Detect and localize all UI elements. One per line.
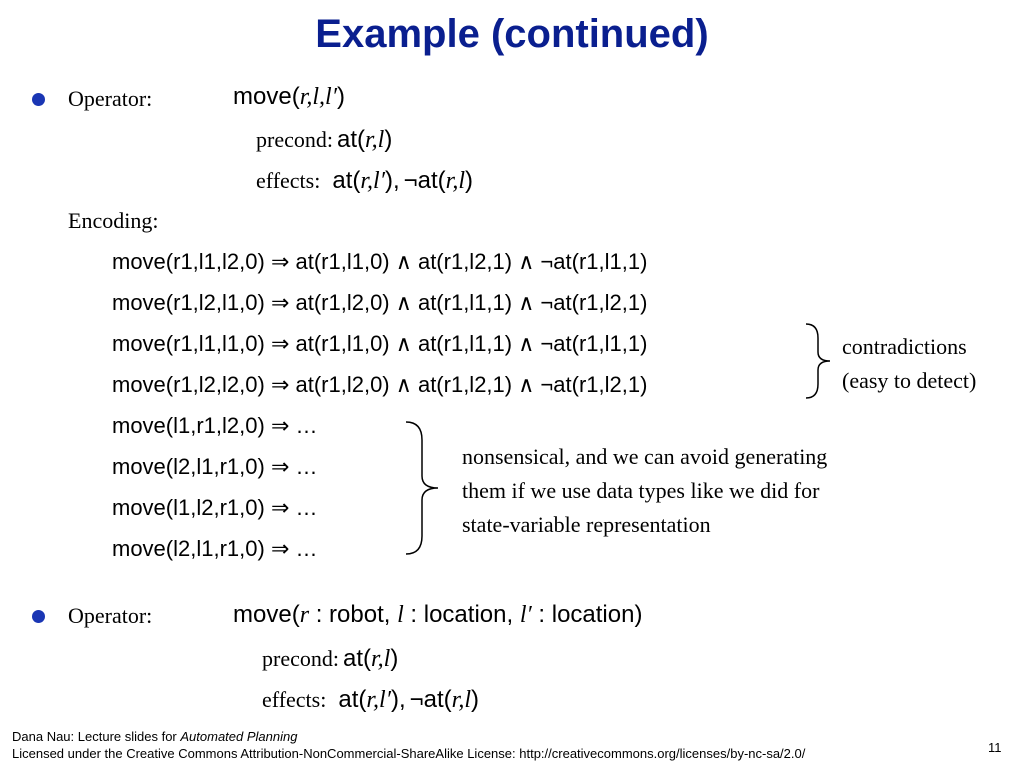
bullet-icon [32,610,45,623]
operator2-r: r [299,602,310,628]
effects2-label: effects: [262,687,327,712]
encoding-line: move(l1,l2,r1,0) ⇒ … [112,495,318,520]
precond2-fn: at( [342,645,371,672]
effect2-neg: ¬at( [403,167,446,194]
precond2-close: ) [390,645,399,672]
slide-title: Example (continued) [315,12,709,56]
effect1-fn: at( [332,167,361,194]
operator-label: Operator: [68,86,153,111]
contradictions-line-2: (easy to detect) [842,368,977,393]
operator-name: move( [233,83,300,110]
effects2-args2: r,l [451,687,472,713]
operator2-signature: move(r : robot, l : location, l′ : locat… [233,601,642,629]
contradictions-line-1: contradictions [842,334,967,359]
operator-signature: move(r,l,l′) [233,83,345,111]
operator2-lp-type: : location) [531,601,643,628]
footer-license: Licensed under the Creative Commons Attr… [12,746,806,761]
bullet-icon [32,93,45,106]
precond2-line: precond: at(r,l) [262,645,398,673]
footer-credit-prefix: Dana Nau: Lecture slides for [12,729,181,744]
operator2-l: l [397,602,404,628]
contradictions-brace [805,323,831,399]
effect-separator: ), [384,167,400,194]
effects2-sep: ), [390,686,406,713]
operator2-name: move( [233,601,300,628]
operator2-label: Operator: [68,603,153,628]
precond2-args: r,l [370,646,391,672]
footer-book-title: Automated Planning [180,729,298,744]
encoding-line: move(r1,l1,l1,0) ⇒ at(r1,l1,0) ∧ at(r1,l… [112,331,648,356]
nonsensical-line-3: state-variable representation [462,512,711,537]
effect2-args: r,l [445,168,466,194]
precond2-label: precond: [262,646,339,671]
operator2-l-type: : location, [403,601,520,628]
operator-close: ) [336,83,345,110]
encoding-line: move(l2,l1,r1,0) ⇒ … [112,536,318,561]
contradictions-note: contradictions (easy to detect) [842,330,976,398]
precond-fn: at( [336,126,365,153]
operator2-lp: l′ [519,602,532,628]
effects-label: effects: [256,168,321,193]
operator2-r-type: : robot, [309,601,398,628]
encoding-line: move(r1,l2,l1,0) ⇒ at(r1,l2,0) ∧ at(r1,l… [112,290,648,315]
page-number: 11 [988,740,1002,755]
nonsensical-brace [405,421,439,555]
footer-credit: Dana Nau: Lecture slides for Automated P… [12,729,297,744]
encoding-line: move(r1,l1,l2,0) ⇒ at(r1,l1,0) ∧ at(r1,l… [112,249,648,274]
nonsensical-line-1: nonsensical, and we can avoid generating [462,444,828,469]
precond-args: r,l [364,127,385,153]
effects2-line: effects: at(r,l′), ¬at(r,l) [262,686,479,714]
encoding-line: move(l1,r1,l2,0) ⇒ … [112,413,318,438]
encoding-line: move(r1,l2,l2,0) ⇒ at(r1,l2,0) ∧ at(r1,l… [112,372,648,397]
effects2-close: ) [471,686,480,713]
effects-line: effects: at(r,l′), ¬at(r,l) [256,167,474,194]
operator-args: r,l,l′ [299,84,337,110]
encoding-label: Encoding: [68,208,159,233]
encoding-line: move(l2,l1,r1,0) ⇒ … [112,454,318,479]
effects2-args1: r,l′ [366,687,391,713]
effect1-args: r,l′ [360,168,385,194]
precond-line: precond: at(r,l) [256,126,393,153]
effects2-neg: ¬at( [409,686,452,713]
nonsensical-note: nonsensical, and we can avoid generating… [462,440,827,542]
precond-label: precond: [256,127,333,152]
effects2-fn1: at( [338,686,367,713]
nonsensical-line-2: them if we use data types like we did fo… [462,478,820,503]
